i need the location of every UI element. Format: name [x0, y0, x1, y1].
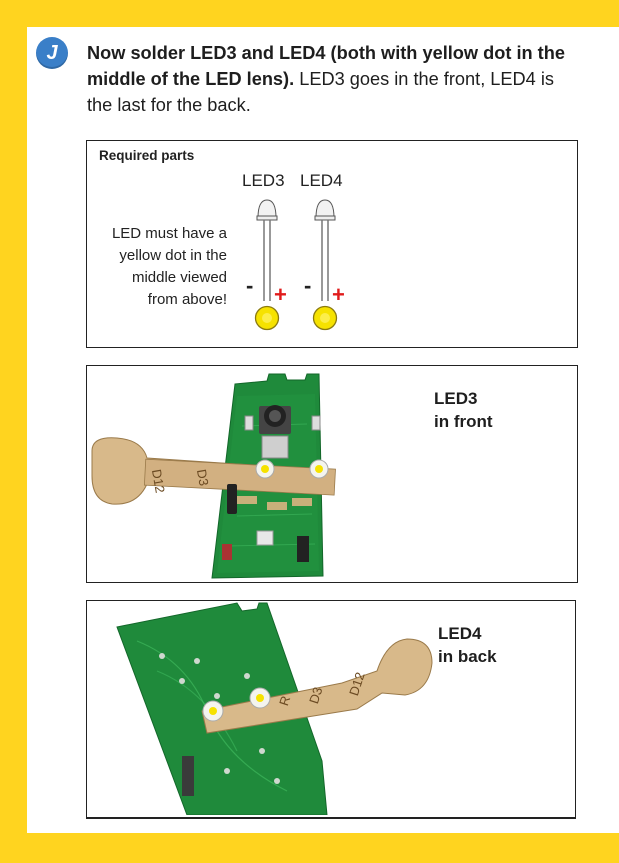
- pcb-back-photo: R D3 D12: [87, 601, 575, 815]
- required-parts-heading: Required parts: [99, 148, 194, 163]
- photo-led3-front: D12 D3 LED3 in front: [86, 365, 578, 583]
- pcb-front-photo: D12 D3: [87, 366, 577, 582]
- led3-top-view-icon: [254, 305, 280, 331]
- caption-led4-line1: LED4: [438, 622, 497, 645]
- caption-led3-line1: LED3: [434, 387, 493, 410]
- jig-label-d3: D3: [194, 468, 212, 487]
- led-note: LED must have a yellow dot in the middle…: [109, 223, 227, 311]
- caption-led3-front: LED3 in front: [434, 387, 493, 433]
- photo-led4-back: R D3 D12 LED4 in back: [86, 600, 576, 819]
- caption-led4-line2: in back: [438, 645, 497, 668]
- led3-plus: +: [274, 284, 287, 306]
- caption-led3-line2: in front: [434, 410, 493, 433]
- led4-minus: -: [304, 275, 311, 297]
- led3-minus: -: [246, 275, 253, 297]
- jig-label-d12: D12: [149, 468, 168, 494]
- led4-plus: +: [332, 284, 345, 306]
- caption-led4-back: LED4 in back: [438, 622, 497, 668]
- required-parts-box: Required parts LED3 LED4 LED must have a…: [86, 140, 578, 348]
- led4-label: LED4: [300, 171, 343, 191]
- step-letter: J: [46, 42, 57, 65]
- led4-top-view-icon: [312, 305, 338, 331]
- step-badge: J: [36, 37, 68, 69]
- step-instruction: Now solder LED3 and LED4 (both with yell…: [87, 40, 577, 118]
- led3-label: LED3: [242, 171, 285, 191]
